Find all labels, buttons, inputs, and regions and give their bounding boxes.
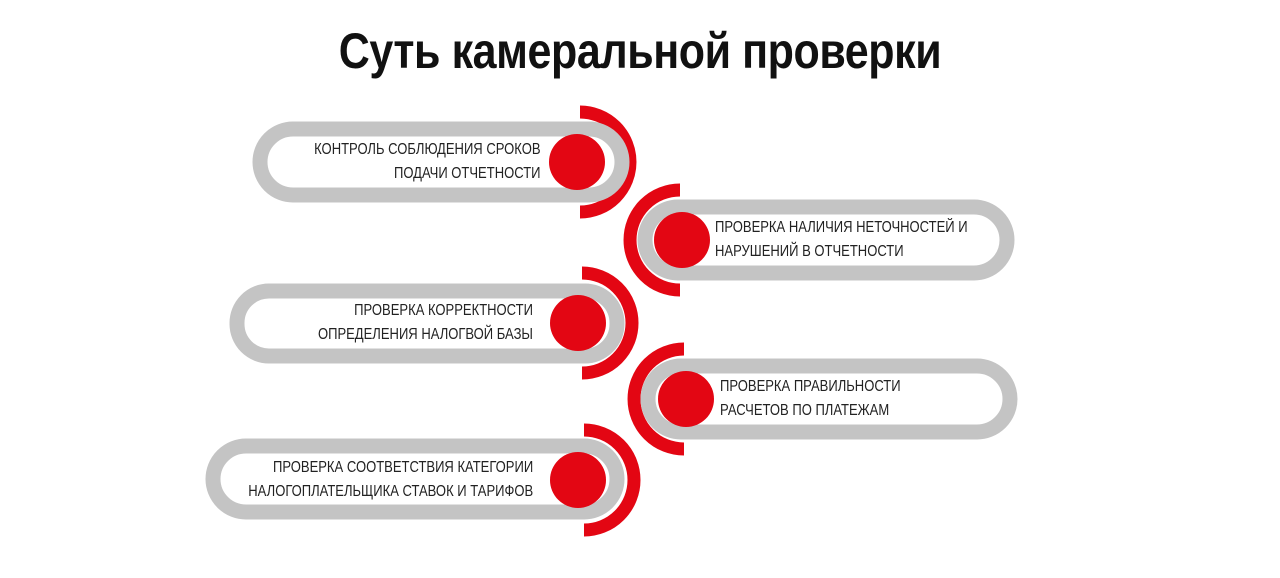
pill-4 [640,358,1018,440]
pill-3 [229,283,625,364]
step-4-label: Проверка правильности расчетов по платеж… [720,375,901,423]
step-1-label: Контроль соблюдения сроков подачи отчетн… [315,138,541,186]
step-1-line-1: Контроль соблюдения сроков [314,141,541,158]
red-dot-3 [550,295,606,351]
red-dot-1 [549,134,605,190]
step-3-graphic [229,266,639,380]
step-5-graphic [205,423,641,537]
step-2-label: Проверка наличия неточностей и нарушений… [715,216,968,264]
red-dot-4 [658,371,714,427]
red-arc-5 [583,423,641,537]
page-title: Суть камеральной проверки [338,23,942,79]
step-5-line-2: налогоплательщика ставок и тарифов [248,483,533,500]
step-2-graphic [623,183,1015,297]
red-arc-1 [579,105,637,219]
step-4-line-1: Проверка правильности [720,378,901,395]
step-2-line-1: Проверка наличия неточностей и [715,219,968,236]
step-5-line-1: Проверка соответствия категории [272,459,533,476]
red-arc-3 [581,266,639,380]
pill-5 [205,438,625,520]
step-4-line-2: расчетов по платежам [720,402,890,419]
step-4-graphic [627,342,1018,456]
step-5-label: Проверка соответствия категории налогопл… [248,456,533,504]
step-3-label: Проверка корректности определения налогв… [318,299,533,347]
pill-1 [252,121,630,203]
step-1-graphic [252,105,637,219]
pill-2 [637,199,1015,281]
red-dot-5 [550,452,606,508]
red-arc-4 [627,342,685,456]
red-arc-2 [623,183,681,297]
red-dot-2 [654,212,710,268]
step-3-line-1: Проверка корректности [354,302,533,319]
step-1-line-2: подачи отчетности [394,165,541,182]
step-3-line-2: определения налогвой базы [317,326,533,343]
step-2-line-2: нарушений в отчетности [715,243,904,260]
